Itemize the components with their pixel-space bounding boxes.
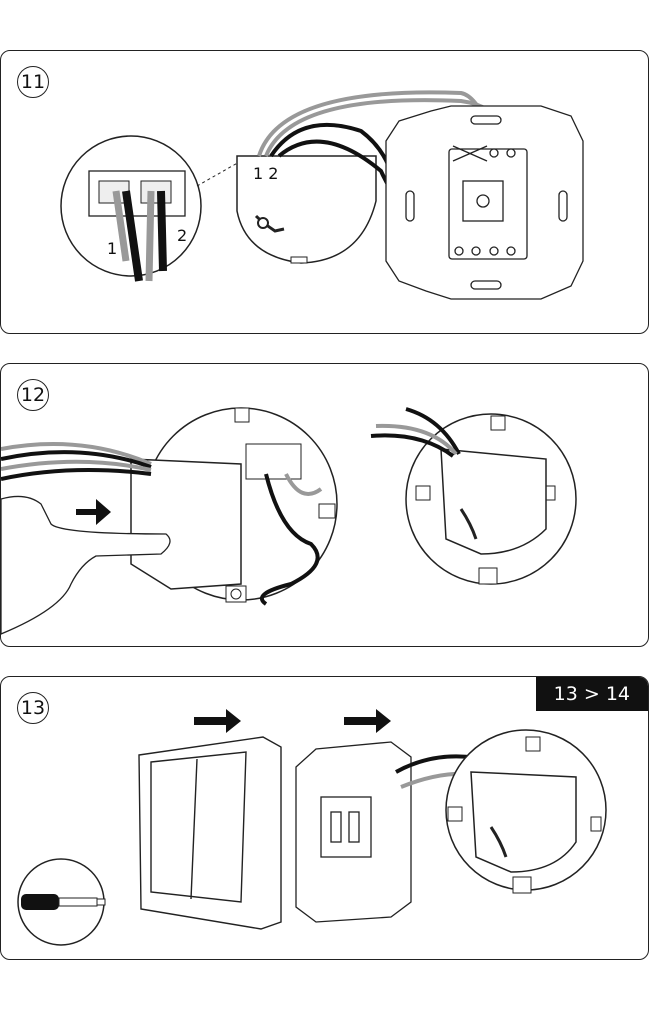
- wall-box: [445, 729, 607, 894]
- next-step-badge: 13 > 14: [535, 677, 648, 711]
- step-11-panel: 11 1 2 1 2: [0, 50, 649, 334]
- wire-grey-1: [1, 442, 152, 466]
- wire-right-2: [375, 423, 458, 456]
- arrow-icon-1: [194, 709, 241, 733]
- rocker-switch-cover: [138, 736, 282, 930]
- arrow-icon-2: [344, 709, 391, 733]
- wire-black-module: [259, 473, 320, 606]
- zoom-leader-line: [196, 160, 242, 187]
- step-12-illustration: [1, 407, 577, 635]
- wire-label-1: 1: [107, 239, 117, 258]
- step-12-panel: 12: [0, 363, 649, 647]
- terminal-zoom-detail: 1 2: [60, 135, 202, 282]
- step-13-panel: 13 13 > 14: [0, 676, 649, 960]
- wire-black-1: [1, 450, 152, 469]
- step-number: 12: [17, 379, 49, 411]
- step-number: 13: [17, 692, 49, 724]
- wall-box-right: [405, 413, 577, 585]
- hand-illustration: [1, 495, 171, 635]
- actuator-module: [130, 458, 242, 590]
- step-number: 11: [17, 66, 49, 98]
- push-arrow-icon: [76, 499, 111, 525]
- actuator-module: 1 2: [236, 155, 377, 264]
- mounting-frame: [385, 105, 584, 300]
- step-11-illustration: 1 2 1 2: [60, 90, 584, 300]
- screwdriver-icon: [17, 858, 106, 946]
- step-13-illustration: [17, 709, 607, 946]
- wire-grey-module: [284, 473, 323, 496]
- module-terminal-labels: 1 2: [253, 164, 278, 183]
- wire-label-2: 2: [177, 226, 187, 245]
- wire-grey-2: [1, 459, 152, 472]
- wire-right-1: [405, 407, 461, 455]
- switch-insert-frame: [295, 741, 412, 923]
- wire-black-2: [1, 468, 152, 481]
- wire-right-3: [370, 433, 455, 458]
